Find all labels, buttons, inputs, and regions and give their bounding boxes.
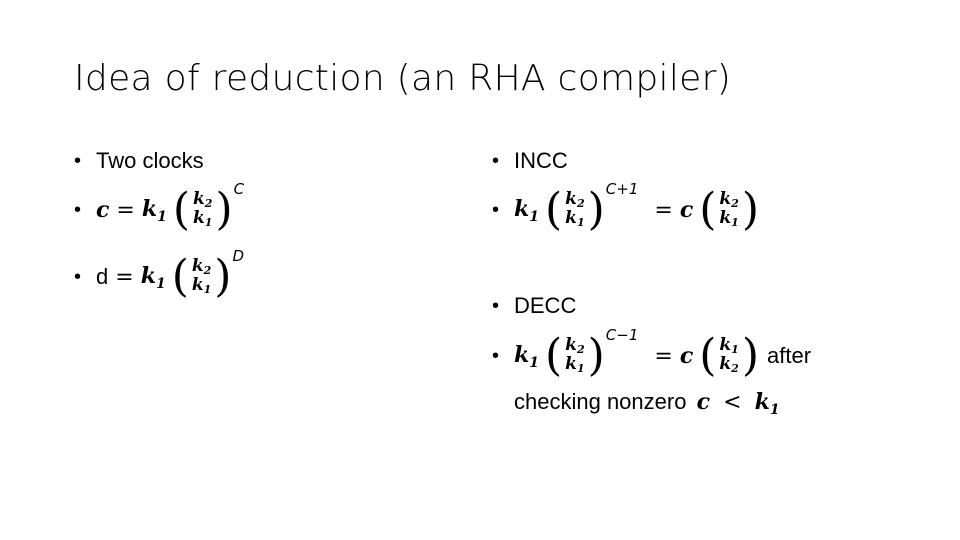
bullet-glyph: • (74, 198, 82, 221)
var-c: c (679, 197, 694, 223)
var-c: c (96, 197, 110, 223)
bullet-glyph: • (74, 149, 82, 172)
var-c: c (679, 343, 694, 369)
bullet-two-clocks: • Two clocks (74, 148, 204, 174)
paren-open: ( (545, 330, 563, 381)
fraction-k2-k1: k2 k1 (191, 256, 212, 296)
paren-close: ) (215, 184, 233, 235)
var-k1: k1 (754, 389, 780, 418)
bullet-glyph: • (492, 149, 500, 172)
var-k1: k1 (514, 341, 539, 371)
paren-open: ( (699, 184, 717, 235)
slide-title: Idea of reduction (an RHA compiler) (74, 58, 732, 99)
bullet-d-equation: • d = k1 ( k2 k1 ) D (74, 247, 244, 302)
bullet-c-equation: • c = k1 ( k2 k1 ) C (74, 180, 244, 235)
checking-nonzero-text: checking nonzero (514, 389, 687, 414)
equals-sign: = (654, 197, 673, 223)
paren-close: ) (587, 184, 605, 235)
fraction-k2-k1: k2 k1 (565, 335, 585, 375)
checking-nonzero-line: checking nonzero c < k1 (514, 389, 780, 418)
fraction-k2-k1: k2 k1 (565, 189, 585, 229)
exponent-C-minus-1: C−1 (605, 326, 639, 344)
bullet-glyph: • (492, 198, 500, 221)
var-c: c (696, 389, 710, 415)
paren-open: ( (171, 251, 189, 302)
equals-sign: = (115, 264, 134, 290)
equals-sign: = (116, 197, 135, 223)
exponent-C: C (233, 180, 245, 198)
bullet-glyph: • (492, 344, 500, 367)
bullet-decc-equation: • k1 ( k2 k1 ) C−1 = c ( k1 k2 ) after (492, 326, 812, 381)
paren-close: ) (741, 330, 759, 381)
bullet-glyph: • (492, 294, 500, 317)
exponent-D: D (232, 247, 245, 265)
paren-open: ( (545, 184, 563, 235)
var-d: d (96, 264, 109, 289)
fraction-k2-k1: k2 k1 (193, 189, 213, 229)
bullet-decc: • DECC (492, 293, 576, 319)
less-than-sign: < (723, 390, 742, 415)
paren-close: ) (587, 330, 605, 381)
bullet-incc: • INCC (492, 148, 568, 174)
equals-sign: = (654, 343, 673, 369)
paren-open: ( (172, 184, 191, 235)
fraction-k1-k2: k1 k2 (719, 335, 739, 375)
fraction-k2-k1: k2 k1 (719, 189, 739, 229)
after-text: after (767, 343, 812, 368)
exponent-C-plus-1: C+1 (605, 180, 639, 198)
bullet-glyph: • (74, 265, 82, 288)
decc-label: DECC (514, 293, 577, 318)
paren-close: ) (741, 184, 759, 235)
bullet-incc-equation: • k1 ( k2 k1 ) C+1 = c ( k2 k1 ) (492, 180, 759, 235)
paren-close: ) (214, 251, 232, 302)
paren-open: ( (699, 330, 717, 381)
var-k1: k1 (514, 195, 539, 225)
incc-label: INCC (514, 148, 568, 173)
var-k1: k1 (140, 262, 166, 292)
two-clocks-label: Two clocks (96, 148, 204, 173)
var-k1: k1 (141, 195, 167, 225)
